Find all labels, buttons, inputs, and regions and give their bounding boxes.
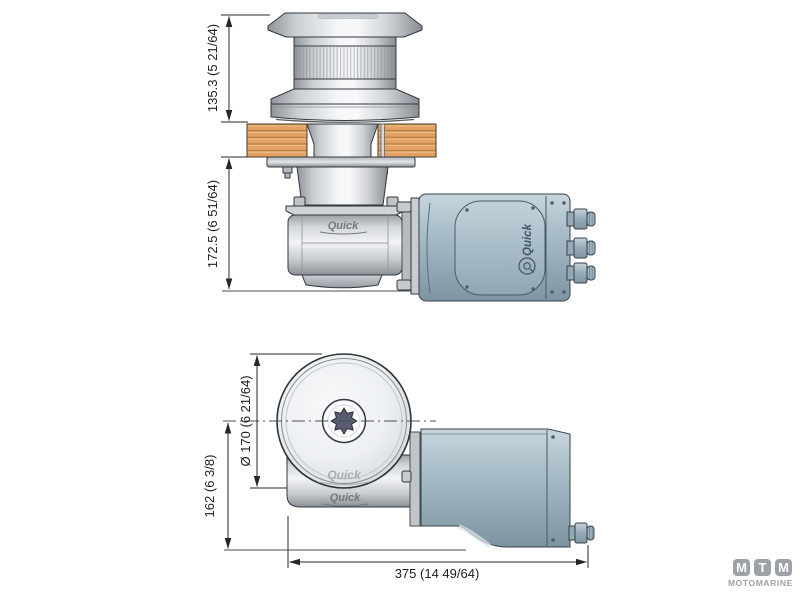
- dim-label-overall-length: 375 (14 49/64): [395, 566, 480, 581]
- dim-label-diameter: Ø 170 (6 21/64): [238, 375, 253, 466]
- drum-lower-band: [293, 78, 397, 90]
- bottom-view: Quick Quick: [202, 353, 595, 581]
- capstan-top-cap: [267, 12, 423, 38]
- motor-logo: Quick: [522, 223, 534, 256]
- adapter-bolt-bottom: [396, 279, 412, 291]
- motor-body-front: [420, 428, 571, 548]
- mtm-letter-badge: M: [775, 559, 792, 576]
- tapered-neck: [296, 166, 389, 206]
- gearbox-side: Quick: [285, 205, 405, 289]
- dimension-375: 375 (14 49/64): [287, 516, 589, 581]
- mount-stud-left: [282, 166, 293, 174]
- mtm-letter-badge: T: [754, 559, 771, 576]
- dim-label-axis-to-base: 162 (6 3/8): [202, 455, 217, 518]
- mtm-subtitle: MOTOMARINE: [728, 578, 793, 588]
- dimension-135: 135.3 (5 21/64): [205, 14, 270, 123]
- shoulder-bolt-right: [386, 196, 399, 207]
- motor-cover: [454, 200, 546, 296]
- motor-side: Quick: [396, 193, 596, 302]
- adapter-bolt-top: [396, 201, 412, 213]
- drum-flare: [270, 88, 420, 105]
- gearbox-logo-front: Quick: [330, 492, 361, 504]
- dimension-172: 172.5 (6 51/64): [205, 156, 412, 292]
- dimension-162: 162 (6 3/8): [202, 422, 466, 551]
- cable-gland-icon: [566, 237, 596, 259]
- quick-emblem-icon: [518, 257, 536, 275]
- gearbox-top-plate: [285, 205, 405, 216]
- underdeck-flange: [266, 156, 416, 168]
- top-view: Quick Quick: [205, 12, 596, 302]
- gearbox-sump: [301, 274, 383, 289]
- cable-gland-icon: [568, 522, 595, 544]
- deck-plank-right: [377, 123, 437, 158]
- dim-label-height-below: 172.5 (6 51/64): [205, 180, 220, 268]
- motor-adapter-ring: [401, 202, 412, 290]
- capstan-drum: [267, 12, 423, 123]
- underdeck-mount: [266, 156, 416, 207]
- through-deck-neck: [306, 123, 379, 158]
- adapter-bolt-front: [401, 470, 412, 483]
- drum-base: [270, 103, 420, 121]
- motor-adapter-disc: [410, 197, 420, 295]
- deck-plank-left: [246, 123, 308, 158]
- cable-gland-icon: [566, 262, 596, 284]
- cable-gland-icon: [566, 208, 596, 230]
- shoulder-bolt-left: [293, 196, 306, 207]
- dimension-diameter: Ø 170 (6 21/64): [238, 353, 322, 489]
- mtm-letter-badge: M: [733, 559, 750, 576]
- cable-glands: [566, 208, 596, 284]
- drum-logo: Quick: [327, 468, 362, 482]
- gearbox-logo: Quick: [328, 220, 359, 232]
- mtm-watermark: M T M MOTOMARINE: [728, 559, 792, 588]
- drum-neck-ring: [293, 36, 397, 47]
- dim-label-height-above: 135.3 (5 21/64): [205, 24, 220, 112]
- cap-marking: [317, 13, 379, 19]
- motor-front: [401, 428, 595, 548]
